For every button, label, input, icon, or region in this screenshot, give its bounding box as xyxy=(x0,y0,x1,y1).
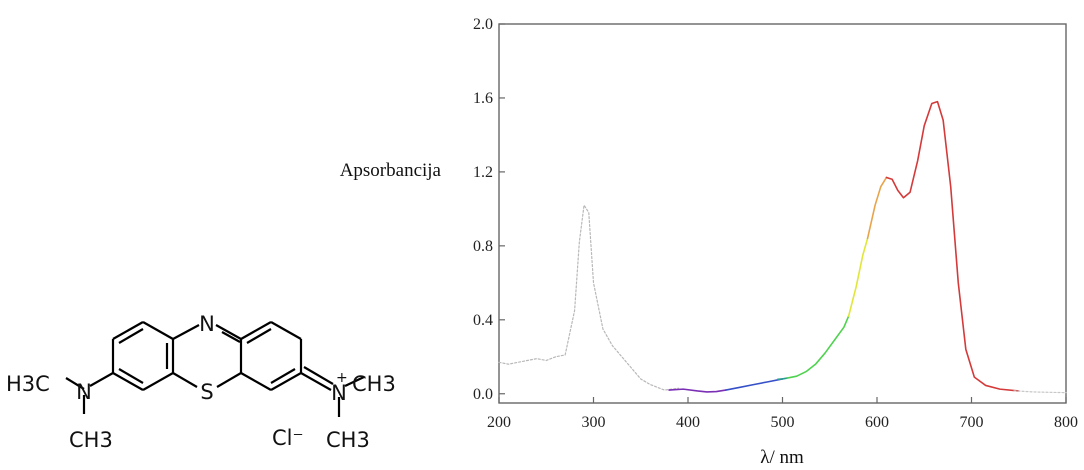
tick-labels: 200 300 400 500 600 700 800 0.0 0.4 0.8 1.2 1.6 2.0 xyxy=(473,16,1078,431)
bond xyxy=(215,324,242,340)
bond xyxy=(142,321,174,340)
atom-s: S xyxy=(200,380,213,404)
methyl-ch3-right-top: CH3 xyxy=(352,372,396,396)
y-tick-label: 1.6 xyxy=(473,90,493,107)
methyl-ch3-right-bottom: CH3 xyxy=(326,428,370,452)
methyl-h3c: H3C xyxy=(6,372,50,396)
spectrum-segment-5 xyxy=(847,237,869,317)
spectrum-segment-7 xyxy=(885,100,1020,392)
y-tick-label: 0.8 xyxy=(473,238,493,255)
bond xyxy=(216,372,242,388)
spectrum-segment-4 xyxy=(786,315,850,379)
spectrum-segment-8 xyxy=(1013,390,1067,394)
bond-double-inner xyxy=(118,368,144,384)
chloride-ion: Cl⁻ xyxy=(272,426,304,450)
atom-n-left: N xyxy=(76,380,92,404)
x-tick-label: 800 xyxy=(1054,414,1078,431)
bond-amine xyxy=(89,372,114,387)
bond-methyl xyxy=(344,376,365,387)
y-tick-label: 1.2 xyxy=(473,164,493,181)
methyl-ch3-left: CH3 xyxy=(69,428,113,452)
methylene-blue-structure: N S N N + H3C CH3 CH3 CH3 Cl⁻ xyxy=(6,312,396,452)
bond xyxy=(172,324,200,340)
bond-double-inner xyxy=(270,368,296,384)
bond-double-inner xyxy=(246,328,272,344)
tick-marks xyxy=(498,23,1067,403)
x-tick-label: 200 xyxy=(487,414,511,431)
y-tick-label: 0.4 xyxy=(473,312,493,329)
x-tick-label: 600 xyxy=(865,414,889,431)
bond xyxy=(240,321,272,340)
bond-double-inner xyxy=(221,331,241,343)
bond xyxy=(172,372,198,388)
x-tick-label: 300 xyxy=(582,414,606,431)
atom-n-top: N xyxy=(199,312,215,336)
y-axis-label: Apsorbancija xyxy=(340,160,442,181)
bond-iminium xyxy=(300,372,332,391)
bond xyxy=(112,321,144,340)
spectrum-segment-3 xyxy=(776,377,789,381)
spectrum-segment-2 xyxy=(725,378,784,391)
bond-double-inner xyxy=(118,328,144,344)
y-tick-label: 0.0 xyxy=(473,386,493,403)
x-tick-label: 500 xyxy=(771,414,795,431)
spectrum-series xyxy=(498,100,1067,394)
y-tick-label: 2.0 xyxy=(473,16,493,33)
x-tick-label: 400 xyxy=(676,414,700,431)
bond xyxy=(142,372,174,391)
spectrum-segment-0 xyxy=(498,204,680,391)
bond-methyl xyxy=(65,377,85,390)
bond-iminium-double xyxy=(303,366,334,385)
atom-n-right: N xyxy=(331,381,347,405)
bond xyxy=(270,372,302,391)
spectrum-segment-6 xyxy=(866,176,888,240)
plot-frame xyxy=(498,23,1067,404)
bond xyxy=(270,321,302,340)
bond xyxy=(112,372,144,391)
spectrum-segment-1 xyxy=(668,388,727,393)
x-tick-label: 700 xyxy=(960,414,984,431)
charge-plus: + xyxy=(336,370,348,386)
x-axis-label: λ/ nm xyxy=(760,447,804,468)
bond xyxy=(240,372,272,391)
molecule-bonds xyxy=(65,321,365,417)
